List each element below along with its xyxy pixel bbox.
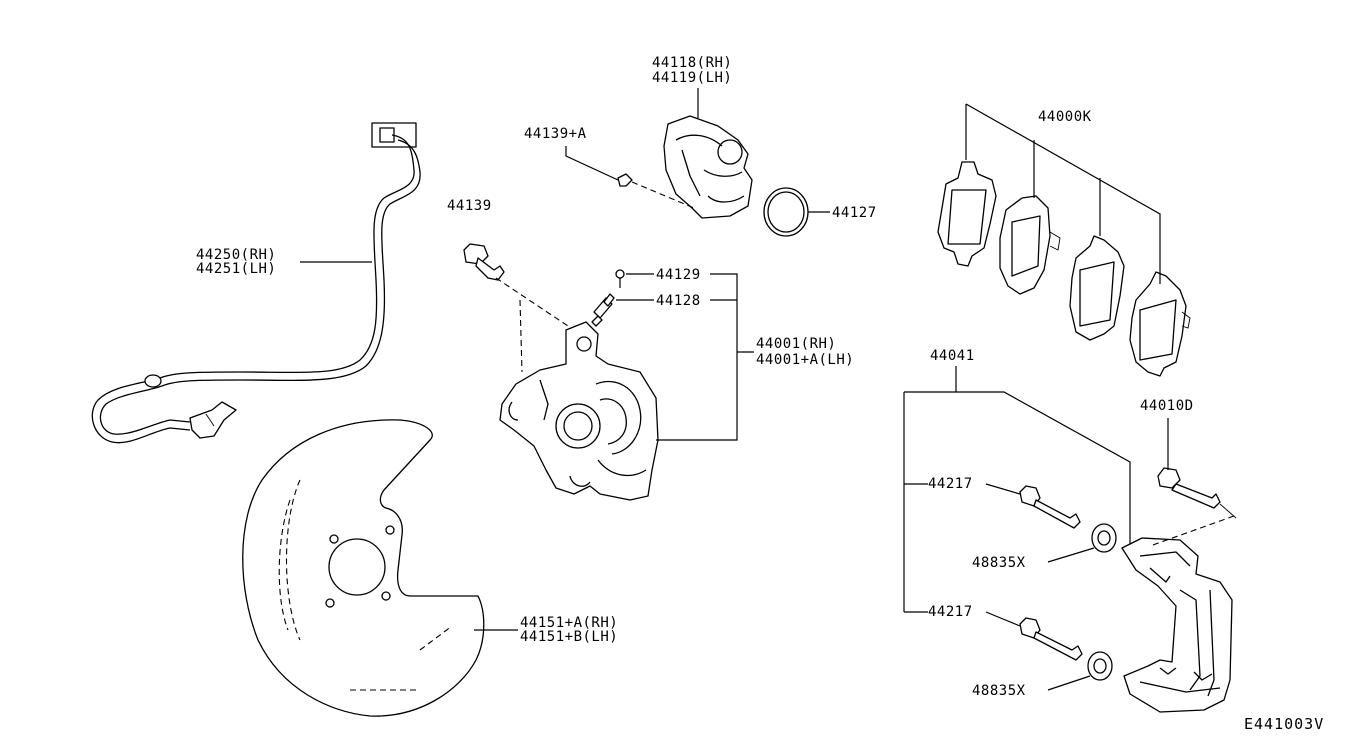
label-sensor-rh: 44250(RH): [196, 247, 276, 263]
label-pin-lower: 44217: [928, 604, 973, 620]
label-bolt-44139: 44139: [447, 198, 492, 214]
label-piston-lh: 44119(LH): [652, 70, 732, 86]
pin-boot-lower: [1087, 651, 1113, 681]
dashed-guide-44139-b: [519, 299, 523, 373]
brake-pad-3: [1069, 235, 1125, 341]
leader-boot-upper: [1047, 547, 1095, 563]
label-caliper-lh: 44001+A(LH): [756, 352, 854, 368]
guide-tail: [1219, 503, 1237, 519]
leader-pads: [965, 103, 1161, 284]
brake-pad-1: [937, 161, 997, 267]
label-bleeder-screw: 44128: [656, 293, 701, 309]
label-bracket-bolt: 44010D: [1140, 398, 1194, 414]
leader-pin-upper: [985, 483, 1021, 495]
leader-cap: [565, 146, 619, 181]
diagram-code: E441003V: [1244, 715, 1324, 733]
label-boot-upper: 48835X: [972, 555, 1026, 571]
brake-backing-plate: [242, 419, 485, 717]
label-bracket-assy: 44041: [930, 348, 975, 364]
dashed-guide-cap: [631, 181, 695, 209]
label-caliper-rh: 44001(RH): [756, 336, 836, 352]
label-seal: 44127: [832, 205, 877, 221]
wheel-speed-sensor: [91, 122, 421, 444]
piston-seal-ring: [763, 187, 809, 237]
bracket-bolt-44010d: [1157, 467, 1221, 509]
caliper-mounting-bracket: [1121, 537, 1233, 713]
dashed-guide-bracket-bolt: [1149, 515, 1235, 547]
label-pin-upper: 44217: [928, 476, 973, 492]
bleeder-screw: [591, 293, 615, 327]
brake-pad-2: [999, 195, 1061, 295]
guide-pin-bolt-lower: [1019, 617, 1083, 661]
caliper-bolt-44139: [463, 243, 505, 281]
bleeder-cap: [615, 269, 625, 288]
bolt-cap-44139a: [617, 173, 633, 187]
bracket-caliper-group: [656, 273, 738, 441]
bracket-assembly-group: [903, 366, 1131, 612]
label-plate-lh: 44151+B(LH): [520, 629, 618, 645]
pin-boot-upper: [1091, 523, 1117, 553]
dashed-guide-44139: [495, 277, 581, 335]
label-cap-44139a: 44139+A: [524, 126, 587, 142]
leader-boot-lower: [1047, 675, 1091, 691]
caliper-piston-housing: [663, 115, 753, 219]
label-plate-rh: 44151+A(RH): [520, 615, 618, 631]
brake-pad-4: [1129, 271, 1191, 377]
label-sensor-lh: 44251(LH): [196, 261, 276, 277]
label-bleeder-cap: 44129: [656, 267, 701, 283]
leader-pin-lower: [985, 611, 1021, 627]
label-boot-lower: 48835X: [972, 683, 1026, 699]
caliper-body: [499, 321, 659, 501]
label-pad-kit: 44000K: [1038, 109, 1092, 125]
guide-pin-bolt-upper: [1019, 485, 1081, 529]
label-piston-rh: 44118(RH): [652, 55, 732, 71]
